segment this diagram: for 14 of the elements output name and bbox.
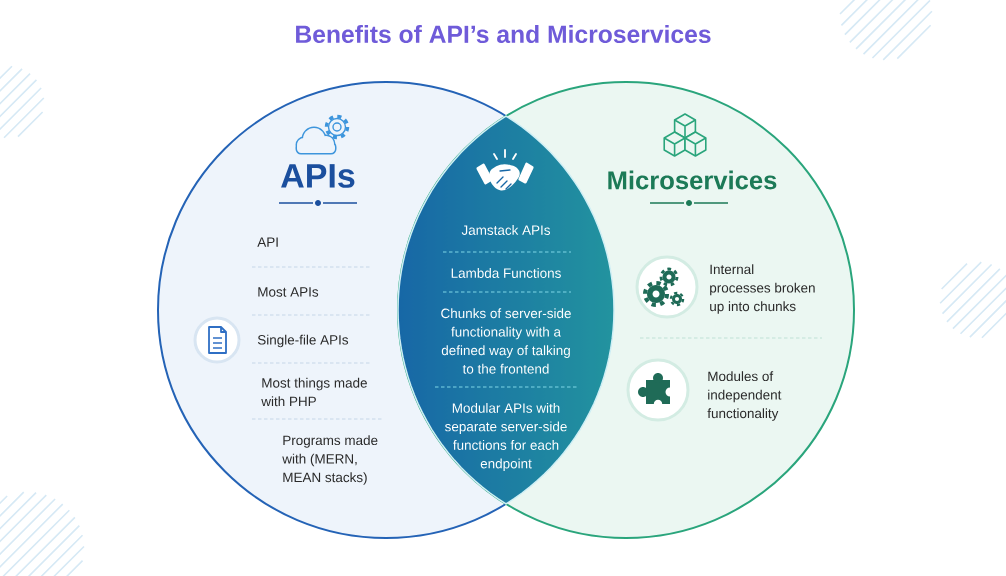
title: Benefits of API’s and Microservices [296,24,711,44]
item-text: Most APIs [258,287,319,297]
item-text: Single-file APIs [257,334,349,348]
item-text: Lambda Functions [451,268,561,278]
item-text: Modules of independent functionality [707,371,782,421]
item-text: Most things made with PHP [261,377,367,407]
item-text: Chunks of server-side functionality with a defined way of talking to the frontend [441,308,571,374]
item-text: Jamstack APIs [461,225,551,235]
circle-heading: Microservices [608,170,777,190]
item-text: Modular APIs with separate server-side functions for each endpoint [445,402,567,472]
item-text: API [257,237,278,247]
circle-heading: APIs [281,164,355,188]
item-text: Internal processes broken up into chunks [710,264,815,314]
item-text: Programs made with (MERN, MEAN stacks) [282,435,378,485]
